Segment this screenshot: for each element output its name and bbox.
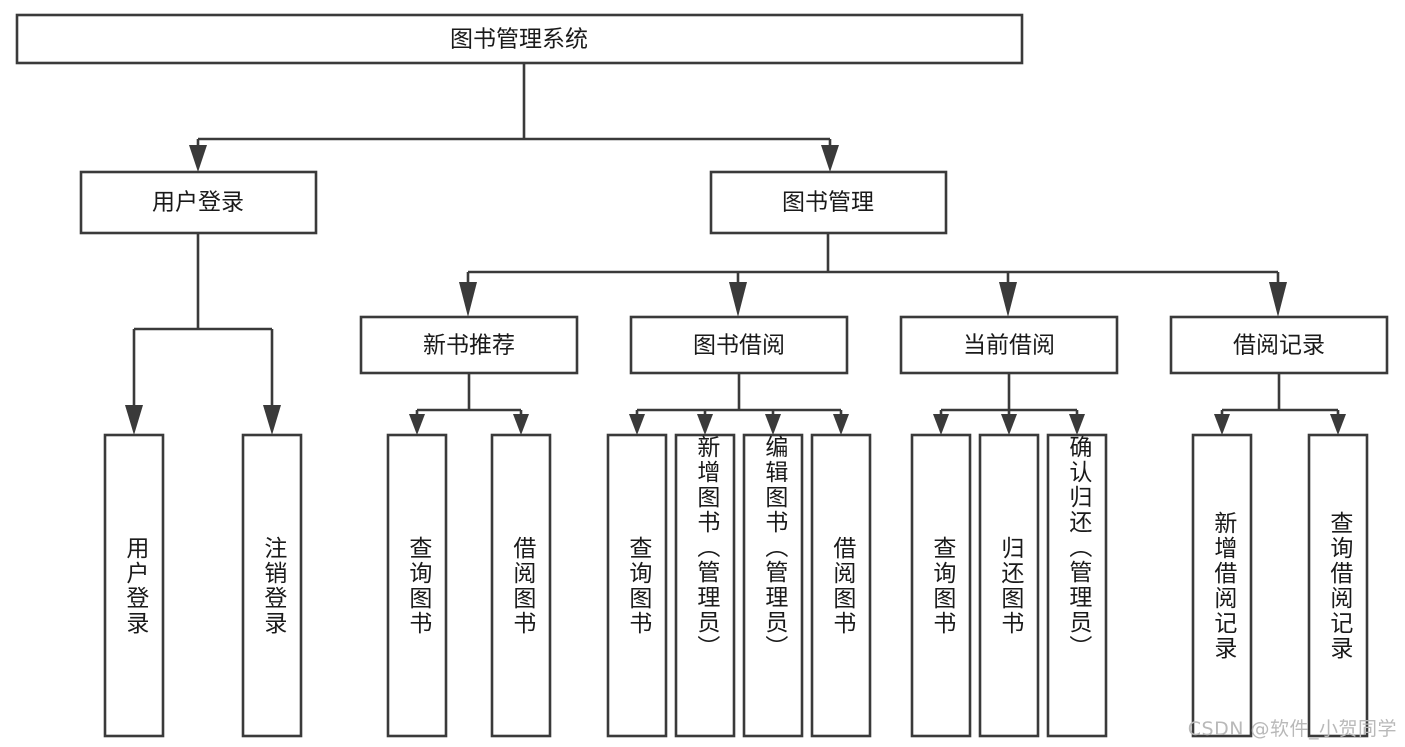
watermark-text: CSDN @软件_小贺同学 (1187, 718, 1397, 740)
arrow-bb-leaf-4 (833, 414, 849, 435)
leaf-box-add-book-admin[interactable] (674, 433, 736, 738)
node-borrowing-records-label: 借阅记录 (1233, 333, 1325, 359)
leaf-box-query-book-nbr[interactable] (386, 433, 448, 738)
node-book-management-label: 图书管理 (782, 190, 874, 216)
arrow-root-to-user-login (189, 145, 207, 172)
arrow-root-to-book-management (821, 145, 839, 172)
arrow-cb-leaf-1 (933, 414, 949, 435)
arrow-nbr-leaf-1 (409, 414, 425, 435)
arrow-bb-leaf-1 (629, 414, 645, 435)
arrow-bb-leaf-2 (697, 414, 713, 435)
leaf-box-query-book-bb[interactable] (606, 433, 668, 738)
leaf-box-borrow-book-nbr[interactable] (490, 433, 552, 738)
arrow-bb-leaf-3 (765, 414, 781, 435)
arrow-cb-leaf-2 (1001, 414, 1017, 435)
arrow-nbr-leaf-2 (513, 414, 529, 435)
leaf-box-confirm-return-admin[interactable] (1046, 433, 1108, 738)
node-current-borrowing-label: 当前借阅 (963, 333, 1055, 359)
node-book-borrowing-label: 图书借阅 (693, 333, 785, 359)
node-root-label: 图书管理系统 (450, 27, 588, 53)
arrow-to-borrow-records (1269, 282, 1287, 317)
node-book-management[interactable] (709, 170, 948, 235)
leaf-box-return-book[interactable] (978, 433, 1040, 738)
leaf-box-query-borrow-record[interactable] (1307, 433, 1369, 738)
node-book-borrowing[interactable] (629, 315, 849, 375)
arrow-to-leaf-logout (263, 405, 281, 435)
arrow-to-leaf-user-login (125, 405, 143, 435)
arrow-to-new-book-rec (459, 282, 477, 317)
node-new-book-recommendation-label: 新书推荐 (423, 333, 515, 359)
leaf-box-borrow-book-bb[interactable] (810, 433, 872, 738)
arrow-br-leaf-1 (1214, 414, 1230, 435)
leaf-box-add-borrow-record[interactable] (1191, 433, 1253, 738)
leaf-box-edit-book-admin[interactable] (742, 433, 804, 738)
arrow-cb-leaf-3 (1069, 414, 1085, 435)
arrow-to-book-borrow (729, 282, 747, 317)
leaf-box-logout[interactable] (241, 433, 303, 738)
arrow-to-current-borrow (999, 282, 1017, 317)
leaf-box-query-book-cb[interactable] (910, 433, 972, 738)
node-new-book-recommendation[interactable] (359, 315, 579, 375)
node-user-login-label: 用户登录 (152, 190, 244, 216)
node-borrowing-records[interactable] (1169, 315, 1389, 375)
node-current-borrowing[interactable] (899, 315, 1119, 375)
node-root-book-management-system[interactable] (15, 13, 1024, 65)
leaf-box-user-login[interactable] (103, 433, 165, 738)
arrow-br-leaf-2 (1330, 414, 1346, 435)
